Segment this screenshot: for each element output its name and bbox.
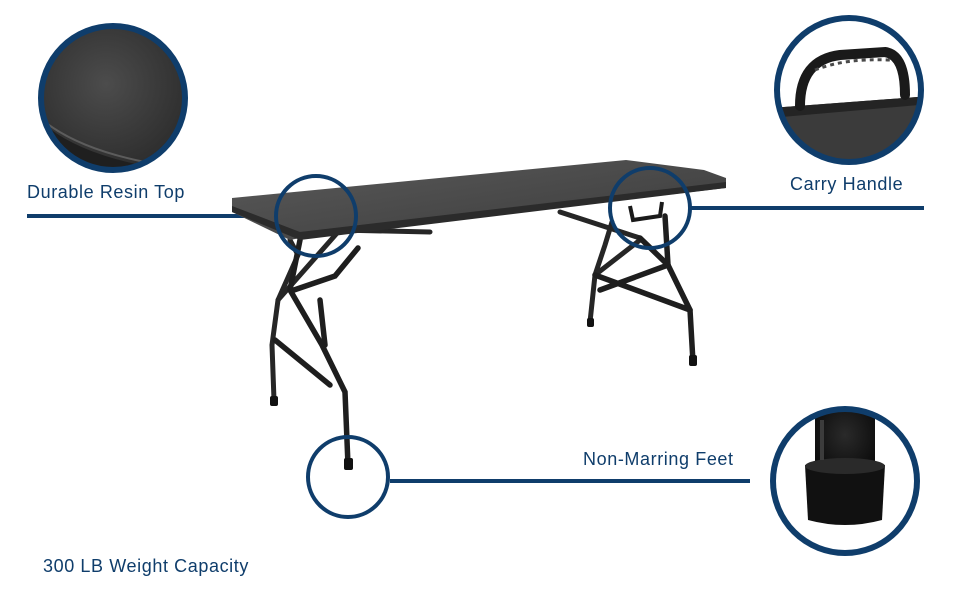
resin-top-label: Durable Resin Top [27,182,185,202]
resin-top-callout-ring [274,174,358,258]
weight-capacity-label: 300 LB Weight Capacity [43,556,249,576]
table-top [232,160,726,240]
leader-lines [27,206,924,483]
front-legs [272,213,696,468]
resin-top-detail [38,23,188,173]
feet-detail-ring [770,406,920,556]
carry-handle-detail-ring [774,15,924,165]
resin-top-detail-ring [38,23,188,173]
carry-handle-callout-ring [608,166,692,250]
table-handle [628,201,664,223]
feet-label: Non-Marring Feet [583,449,734,469]
folding-table [232,160,726,470]
feet-detail [770,406,920,556]
callout-rings [274,166,692,519]
table-feet [270,318,697,470]
carry-handle-label: Carry Handle [790,174,904,194]
rear-legs [269,209,643,403]
carry-handle-detail [774,15,924,165]
feet-callout-ring [306,435,390,519]
